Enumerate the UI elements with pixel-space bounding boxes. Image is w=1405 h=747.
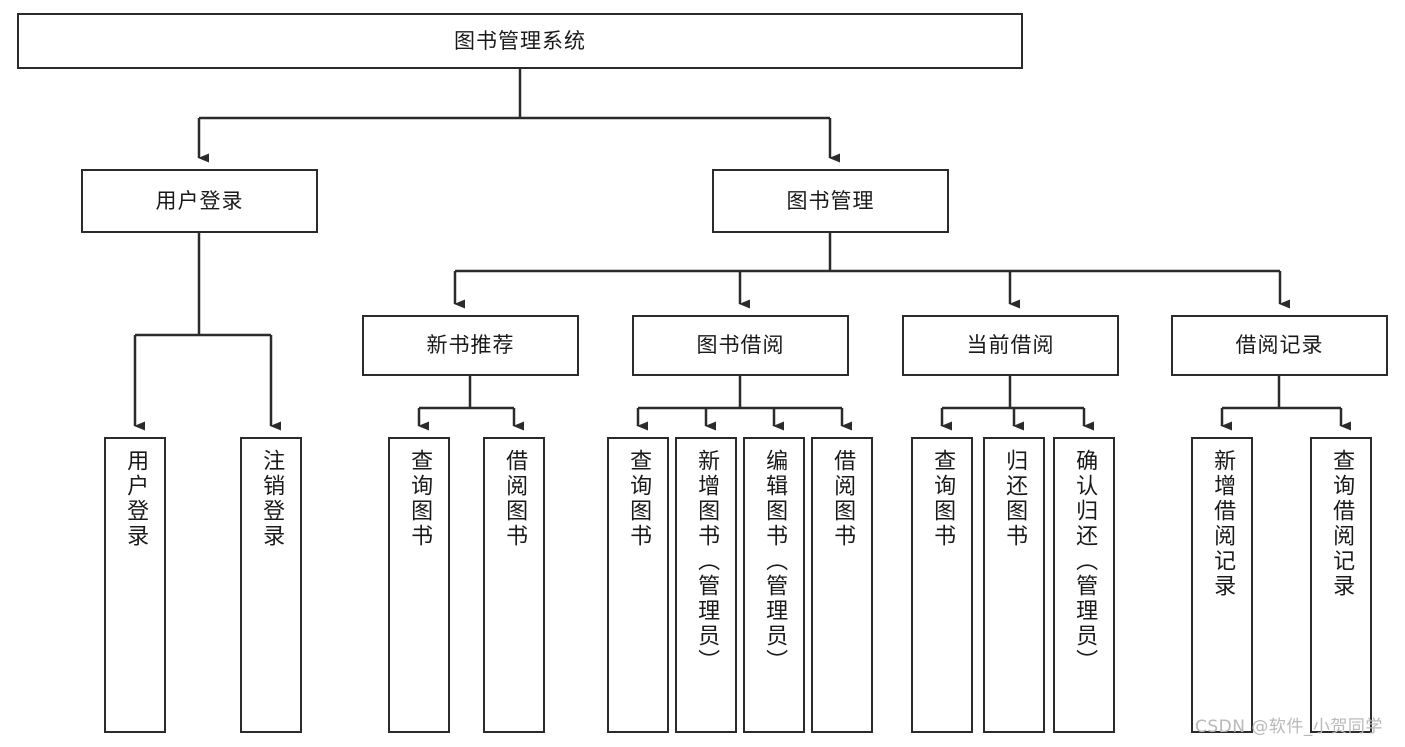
node-leaf-add-book-admin[interactable]: 新增图书（管理员） [675,437,737,733]
node-label: 新增图书（管理员） [694,449,720,674]
node-user-login[interactable]: 用户登录 [81,169,318,233]
node-label: 当前借阅 [966,333,1055,358]
node-leaf-add-borrow-record[interactable]: 新增借阅记录 [1191,437,1253,733]
node-leaf-borrow-book-1[interactable]: 借阅图书 [483,437,545,733]
node-label: 图书管理 [786,188,875,213]
node-label: 借阅图书 [830,449,856,549]
node-label: 编辑图书（管理员） [762,449,788,674]
node-label: 新书推荐 [426,333,515,358]
node-leaf-query-borrow-record[interactable]: 查询借阅记录 [1310,437,1372,733]
node-book-manage[interactable]: 图书管理 [712,169,949,233]
node-leaf-confirm-return-admin[interactable]: 确认归还（管理员） [1053,437,1115,733]
node-label: 借阅图书 [502,449,528,549]
node-borrow-record[interactable]: 借阅记录 [1171,315,1388,376]
node-label: 新增借阅记录 [1210,449,1236,599]
node-root[interactable]: 图书管理系统 [17,13,1023,69]
node-leaf-borrow-book-2[interactable]: 借阅图书 [811,437,873,733]
csdn-watermark: CSDN @软件_小贺同学 [1195,717,1383,737]
node-book-borrow[interactable]: 图书借阅 [632,315,849,376]
node-label: 查询图书 [930,449,956,549]
node-label: 确认归还（管理员） [1072,449,1098,674]
node-label: 注销登录 [259,449,285,549]
node-leaf-edit-book-admin[interactable]: 编辑图书（管理员） [743,437,805,733]
node-leaf-query-book-1[interactable]: 查询图书 [388,437,450,733]
node-leaf-user-login[interactable]: 用户登录 [104,437,166,733]
node-label: 查询借阅记录 [1329,449,1355,599]
node-leaf-query-book-2[interactable]: 查询图书 [607,437,669,733]
node-label: 借阅记录 [1235,333,1324,358]
node-label: 用户登录 [155,188,244,213]
node-label: 图书借阅 [696,333,785,358]
node-label: 归还图书 [1002,449,1028,549]
node-current-borrow[interactable]: 当前借阅 [902,315,1119,376]
node-new-book-recommend[interactable]: 新书推荐 [362,315,579,376]
node-label: 用户登录 [123,449,149,549]
node-label: 图书管理系统 [454,28,586,53]
node-leaf-query-book-3[interactable]: 查询图书 [911,437,973,733]
node-label: 查询图书 [407,449,433,549]
node-leaf-logout-login[interactable]: 注销登录 [240,437,302,733]
node-label: 查询图书 [626,449,652,549]
node-leaf-return-book[interactable]: 归还图书 [983,437,1045,733]
